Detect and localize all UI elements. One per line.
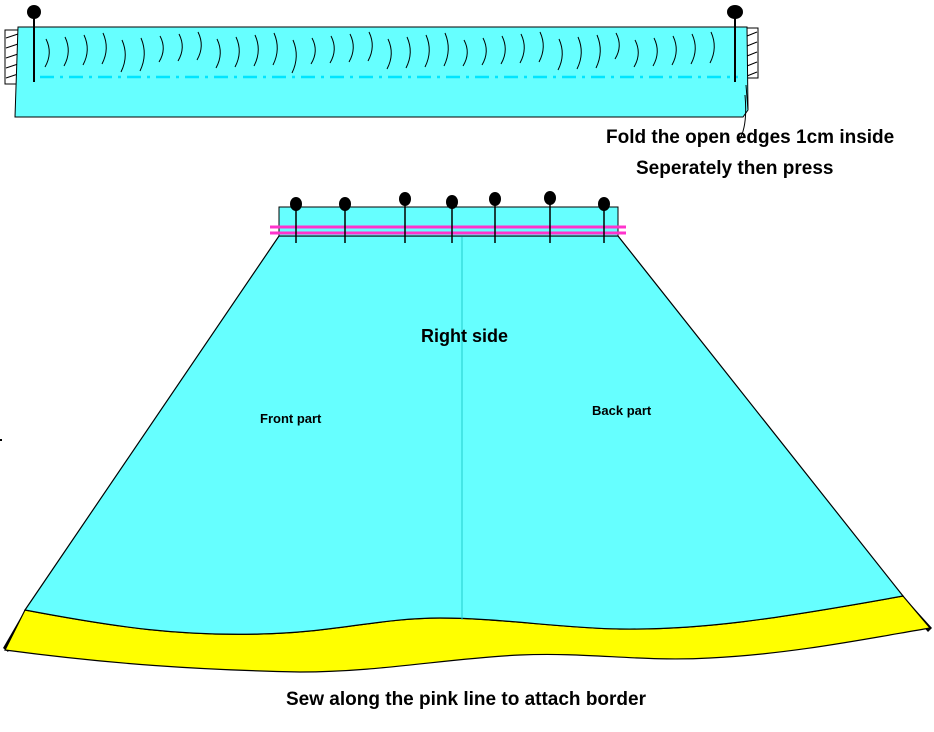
gather-squiggle <box>405 36 411 69</box>
fold-instruction-line2: Seperately then press <box>636 158 833 179</box>
gather-squiggle <box>538 31 544 63</box>
front-part-label: Front part <box>260 411 322 426</box>
gather-squiggle <box>215 38 221 69</box>
gather-squiggle <box>82 34 88 66</box>
gather-squiggle <box>63 36 69 67</box>
waistband-strip <box>4 5 759 143</box>
right-fold-tab <box>745 27 759 79</box>
bottom-caption: Sew along the pink line to attach border <box>286 689 647 710</box>
gather-squiggle <box>44 38 50 68</box>
gather-squiggle <box>614 32 620 60</box>
gather-squiggle <box>481 37 487 66</box>
right-side-label: Right side <box>421 326 508 346</box>
gather-squiggle <box>576 36 582 70</box>
pin-icon <box>598 197 610 243</box>
gather-squiggle <box>633 39 639 68</box>
gather-squiggle <box>595 34 601 69</box>
fold-instruction-line1: Fold the open edges 1cm inside <box>606 127 894 148</box>
gather-squiggle <box>177 33 183 62</box>
gather-squiggle <box>234 36 240 68</box>
gather-squiggle <box>253 34 259 67</box>
gather-squiggle <box>671 35 677 66</box>
pin-icon <box>727 5 743 82</box>
gather-squiggle <box>272 32 278 66</box>
skirt-panel <box>3 191 932 673</box>
gather-squiggle <box>424 34 430 68</box>
gather-squiggle <box>120 39 126 73</box>
gather-squiggle <box>139 37 145 72</box>
gather-squiggle <box>158 35 164 63</box>
gather-marks <box>44 31 715 74</box>
gather-squiggle <box>519 33 525 64</box>
skirt-body <box>23 235 905 635</box>
gather-squiggle <box>500 35 506 65</box>
back-part-label: Back part <box>592 403 652 418</box>
gather-squiggle <box>291 39 297 74</box>
pin-icon <box>27 5 41 82</box>
waistband-body <box>14 26 749 118</box>
pin-icon <box>489 192 501 243</box>
skirt-pins <box>290 191 610 243</box>
gather-squiggle <box>557 38 563 71</box>
fold-leader-line <box>737 94 747 143</box>
gather-squiggle <box>709 31 715 64</box>
gather-squiggle <box>348 33 354 63</box>
gather-squiggle <box>329 35 335 64</box>
gather-squiggle <box>690 33 696 65</box>
pin-icon <box>339 197 351 243</box>
gather-squiggle <box>443 32 449 67</box>
gather-squiggle <box>462 39 468 67</box>
gather-squiggle <box>101 32 107 65</box>
pin-icon <box>399 192 411 243</box>
pin-icon <box>446 195 458 243</box>
pin-icon <box>290 197 302 243</box>
pin-icon <box>544 191 556 243</box>
skirt-waistband <box>278 206 619 237</box>
gather-squiggle <box>652 37 658 67</box>
gather-squiggle <box>367 31 373 62</box>
gather-squiggle <box>196 31 202 61</box>
gather-squiggle <box>310 37 316 65</box>
gather-squiggle <box>386 38 392 70</box>
